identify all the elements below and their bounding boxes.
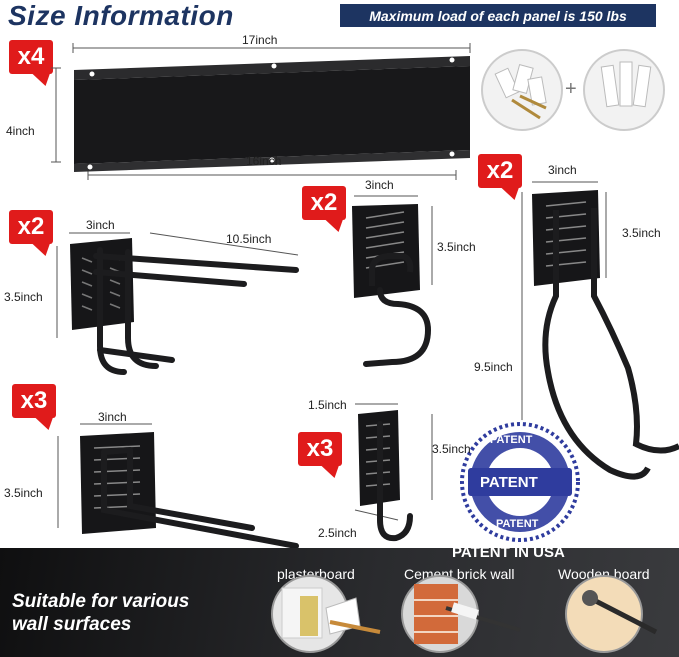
double-hook-width-label: 3inch: [86, 218, 115, 232]
suitable-heading: Suitable for various wall surfaces: [12, 590, 189, 636]
wood-sample: [565, 575, 658, 653]
fork-hook-quantity-badge: x3: [12, 384, 56, 418]
anchor-photo-2: [583, 49, 665, 131]
double-hook: [70, 238, 299, 375]
wall-label-wooden-board: Wooden board: [558, 566, 650, 582]
rail-panel: [74, 56, 470, 172]
load-banner: Maximum load of each panel is 150 lbs: [340, 4, 656, 27]
fork-hook-width-label: 3inch: [98, 410, 127, 424]
large-hook-length-label: 9.5inch: [474, 360, 513, 374]
large-hook-plate-height-label: 3.5inch: [622, 226, 661, 240]
j-hook-dimension-lines: [354, 403, 433, 521]
seal-center-text: PATENT: [480, 474, 538, 491]
large-hook: [532, 190, 679, 480]
product-drawing: [51, 43, 679, 548]
plasterboard-sample: [271, 575, 381, 653]
fork-hook-height-label: 3.5inch: [4, 486, 43, 500]
s-hook-height-label: 3.5inch: [437, 240, 476, 254]
rail-dimension-lines: [51, 43, 471, 180]
rail-width-top-label: 17inch: [242, 33, 278, 47]
seal-ring-top-text: PATENT: [490, 434, 533, 446]
double-hook-length-label: 10.5inch: [226, 232, 272, 246]
double-hook-height-label: 3.5inch: [4, 290, 43, 304]
j-hook-depth-label: 2.5inch: [318, 526, 357, 540]
rail-width-bottom-label: 16inch: [246, 154, 282, 168]
double-hook-quantity-badge: x2: [9, 210, 53, 244]
anchor-photo-1: [481, 49, 563, 131]
j-hook-height-label: 3.5inch: [432, 442, 471, 456]
large-hook-quantity-badge: x2: [478, 154, 522, 188]
fork-hook: [80, 432, 299, 548]
rail-height-label: 4inch: [6, 124, 35, 138]
rail-quantity-badge: x4: [9, 40, 53, 74]
patent-seal: [458, 420, 582, 544]
plus-icon: +: [565, 78, 577, 100]
j-hook-width-label: 1.5inch: [308, 398, 347, 412]
seal-ring-bottom-text: PATENT: [496, 518, 539, 530]
double-hook-dimension-lines: [56, 232, 299, 338]
s-hook-dimension-lines: [354, 195, 433, 285]
j-hook-quantity-badge: x3: [298, 432, 342, 466]
suitable-line-1: Suitable for various: [12, 591, 190, 612]
wall-samples: [271, 575, 658, 653]
s-hook-quantity-badge: x2: [302, 186, 346, 220]
s-hook: [352, 204, 432, 367]
page-title: Size Information: [8, 0, 234, 31]
patent-in-usa-text: PATENT IN USA: [452, 544, 565, 561]
s-hook-width-label: 3inch: [365, 178, 394, 192]
suitable-line-2: wall surfaces: [12, 614, 132, 635]
brick-sample: [401, 575, 521, 653]
j-hook: [358, 410, 413, 542]
large-hook-width-label: 3inch: [548, 163, 577, 177]
fork-hook-dimension-lines: [57, 423, 152, 528]
